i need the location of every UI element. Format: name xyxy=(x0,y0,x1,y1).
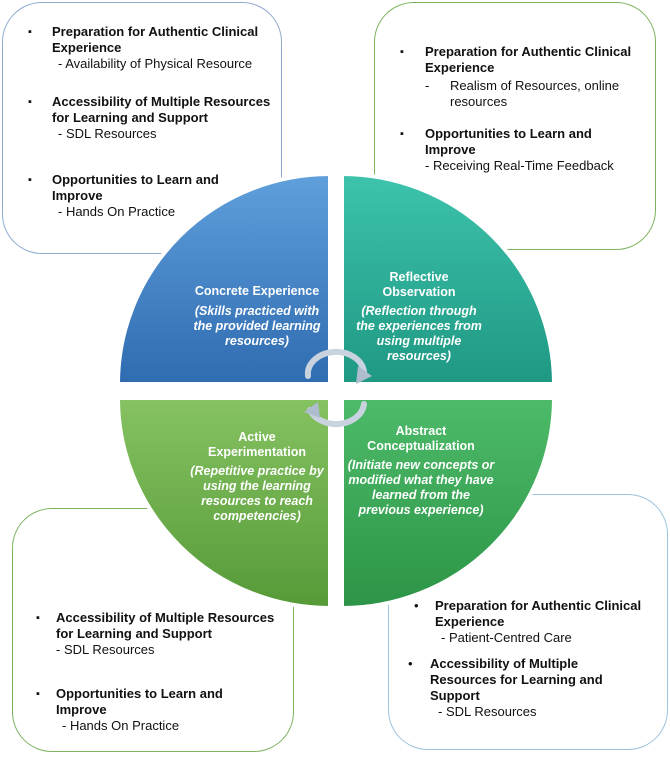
bl-item-2-heading: Opportunities to Learn and Improve xyxy=(56,686,223,717)
bullet-icon: ▪ xyxy=(28,26,32,38)
tr-item-1-heading: Preparation for Authentic Clinical Exper… xyxy=(425,44,632,75)
concrete-title: Concrete Experience xyxy=(194,284,320,298)
bl-item-2: Opportunities to Learn and Improve - Han… xyxy=(56,686,266,734)
tr-item-1-sub: Realism of Resources, online resources xyxy=(450,78,620,109)
reflective-title: Reflective Observation xyxy=(382,270,456,299)
tr-item-2: Opportunities to Learn and Improve - Rec… xyxy=(425,126,645,174)
br-item-1: Preparation for Authentic Clinical Exper… xyxy=(435,598,660,646)
quadrant-active xyxy=(115,396,332,611)
concrete-text: Concrete Experience (Skills practiced wi… xyxy=(186,284,328,349)
bl-item-1-sub: - SDL Resources xyxy=(56,642,155,657)
bullet-icon: ▪ xyxy=(36,688,40,700)
bullet-icon: ▪ xyxy=(400,128,404,140)
bullet-icon: ▪ xyxy=(400,46,404,58)
tl-item-2: Accessibility of Multiple Resources for … xyxy=(52,94,272,142)
tl-item-2-sub: - SDL Resources xyxy=(58,126,157,141)
concrete-desc: (Skills practiced with the provided lear… xyxy=(193,304,321,348)
br-item-1-heading: Preparation for Authentic Clinical Exper… xyxy=(435,598,642,629)
abstract-text: Abstract Conceptualization (Initiate new… xyxy=(346,424,496,518)
tr-item-2-heading: Opportunities to Learn and Improve xyxy=(425,126,592,157)
bl-item-1: Accessibility of Multiple Resources for … xyxy=(56,610,276,658)
tl-item-1-heading: Preparation for Authentic Clinical Exper… xyxy=(52,24,259,55)
reflective-text: Reflective Observation (Reflection throu… xyxy=(352,270,486,364)
br-item-2: Accessibility of Multiple Resources for … xyxy=(430,656,640,720)
bullet-icon: • xyxy=(414,598,419,613)
bl-item-2-sub: - Hands On Practice xyxy=(62,718,180,733)
quadrant-concrete xyxy=(115,171,332,386)
tr-item-1: Preparation for Authentic Clinical Exper… xyxy=(425,44,635,76)
bl-item-1-heading: Accessibility of Multiple Resources for … xyxy=(56,610,275,641)
cycle-arrows-icon xyxy=(304,348,367,428)
active-desc: (Repetitive practice by using the learni… xyxy=(190,464,324,523)
arrow-head-icon xyxy=(356,366,372,384)
bullet-icon: ▪ xyxy=(36,612,40,624)
tl-item-1: Preparation for Authentic Clinical Exper… xyxy=(52,24,272,72)
quadrant-reflective xyxy=(340,171,557,386)
bullet-icon: ▪ xyxy=(28,96,32,108)
bullet-icon: ▪ xyxy=(28,174,32,186)
tr-item-2-sub: - Receiving Real-Time Feedback xyxy=(425,158,614,173)
quadrant-abstract xyxy=(340,396,557,611)
tr-item-1-dash: - xyxy=(425,78,430,93)
abstract-title: Abstract Conceptualization xyxy=(367,424,475,453)
arrow-head-icon xyxy=(304,402,320,418)
tl-item-2-heading: Accessibility of Multiple Resources for … xyxy=(52,94,271,125)
bullet-icon: • xyxy=(408,656,413,671)
active-text: Active Experimentation (Repetitive pract… xyxy=(190,430,324,524)
reflective-desc: (Reflection through the experiences from… xyxy=(356,304,482,363)
active-title: Active Experimentation xyxy=(208,430,306,459)
tl-item-3-heading: Opportunities to Learn and Improve xyxy=(52,172,219,203)
br-item-2-heading: Accessibility of Multiple Resources for … xyxy=(430,656,603,703)
tl-item-3-sub: - Hands On Practice xyxy=(58,204,176,219)
tl-item-3: Opportunities to Learn and Improve - Han… xyxy=(52,172,262,220)
tl-item-1-sub: - Availability of Physical Resource xyxy=(58,56,253,71)
br-item-2-sub: - SDL Resources xyxy=(438,704,537,719)
abstract-desc: (Initiate new concepts or modified what … xyxy=(347,458,495,517)
br-item-1-sub: - Patient-Centred Care xyxy=(441,630,572,645)
